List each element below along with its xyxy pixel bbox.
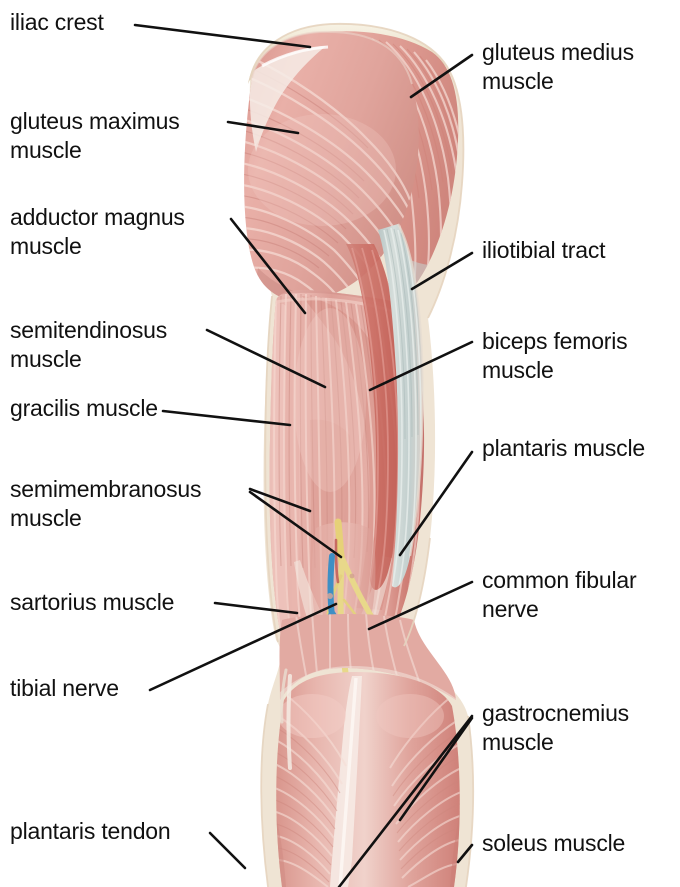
leader-line-gastrocnemius-muscle-2 xyxy=(398,716,474,822)
label-soleus-muscle: soleus muscle xyxy=(482,830,626,856)
leader-line-tibial-nerve xyxy=(148,602,338,692)
leader-line-gluteus-medius-muscle xyxy=(409,53,474,99)
leader-line-adductor-magnus-muscle xyxy=(229,217,307,315)
leader-line-semimembranosus-muscle-2 xyxy=(248,490,343,559)
label-gracilis-muscle: gracilis muscle xyxy=(10,395,158,421)
label-semimembranosus-muscle: semimembranosus muscle xyxy=(10,476,202,531)
leader-line-semimembranosus-muscle xyxy=(248,487,312,513)
plantaris-tendon-shape xyxy=(280,668,292,770)
leader-line-iliac-crest xyxy=(133,23,312,49)
leader-line-gastrocnemius-muscle xyxy=(337,714,474,887)
label-semitendinosus-muscle: semitendinosus muscle xyxy=(10,317,168,372)
leader-line-semitendinosus-muscle xyxy=(205,328,327,389)
label-adductor-magnus-muscle: adductor magnus muscle xyxy=(10,204,185,259)
label-biceps-femoris-muscle: biceps femoris muscle xyxy=(482,328,628,383)
leader-line-gluteus-maximus-muscle xyxy=(226,120,300,135)
label-iliac-crest: iliac crest xyxy=(10,9,104,35)
leader-line-plantaris-tendon xyxy=(208,831,247,870)
label-sartorius-muscle: sartorius muscle xyxy=(10,589,175,615)
leader-line-iliotibial-tract xyxy=(410,251,474,291)
label-plantaris-tendon: plantaris tendon xyxy=(10,818,171,844)
leader-line-plantaris-muscle xyxy=(398,450,474,557)
biceps-femoris-muscle-shape xyxy=(346,244,405,590)
leader-lines xyxy=(133,23,474,887)
label-gastrocnemius-muscle: gastrocnemius muscle xyxy=(482,700,629,755)
leader-line-gracilis-muscle xyxy=(161,409,292,427)
iliotibial-tract-shape xyxy=(378,223,424,588)
label-gluteus-medius-muscle: gluteus medius muscle xyxy=(482,39,634,94)
label-gluteus-maximus-muscle: gluteus maximus muscle xyxy=(10,108,180,163)
label-tibial-nerve: tibial nerve xyxy=(10,675,119,701)
leader-line-soleus-muscle xyxy=(456,843,474,864)
calf-muscles xyxy=(276,672,460,887)
label-iliotibial-tract: iliotibial tract xyxy=(482,237,606,263)
leader-line-biceps-femoris-muscle xyxy=(368,340,474,392)
gluteus-maximus-muscle-shape xyxy=(244,30,419,301)
calf-striations xyxy=(276,676,460,887)
label-plantaris-muscle: plantaris muscle xyxy=(482,435,645,461)
label-common-fibular-nerve: common fibular nerve xyxy=(482,567,637,622)
gluteus-maximus-striations xyxy=(244,45,418,301)
leader-line-common-fibular-nerve xyxy=(367,580,474,631)
leader-line-sartorius-muscle xyxy=(213,601,299,615)
